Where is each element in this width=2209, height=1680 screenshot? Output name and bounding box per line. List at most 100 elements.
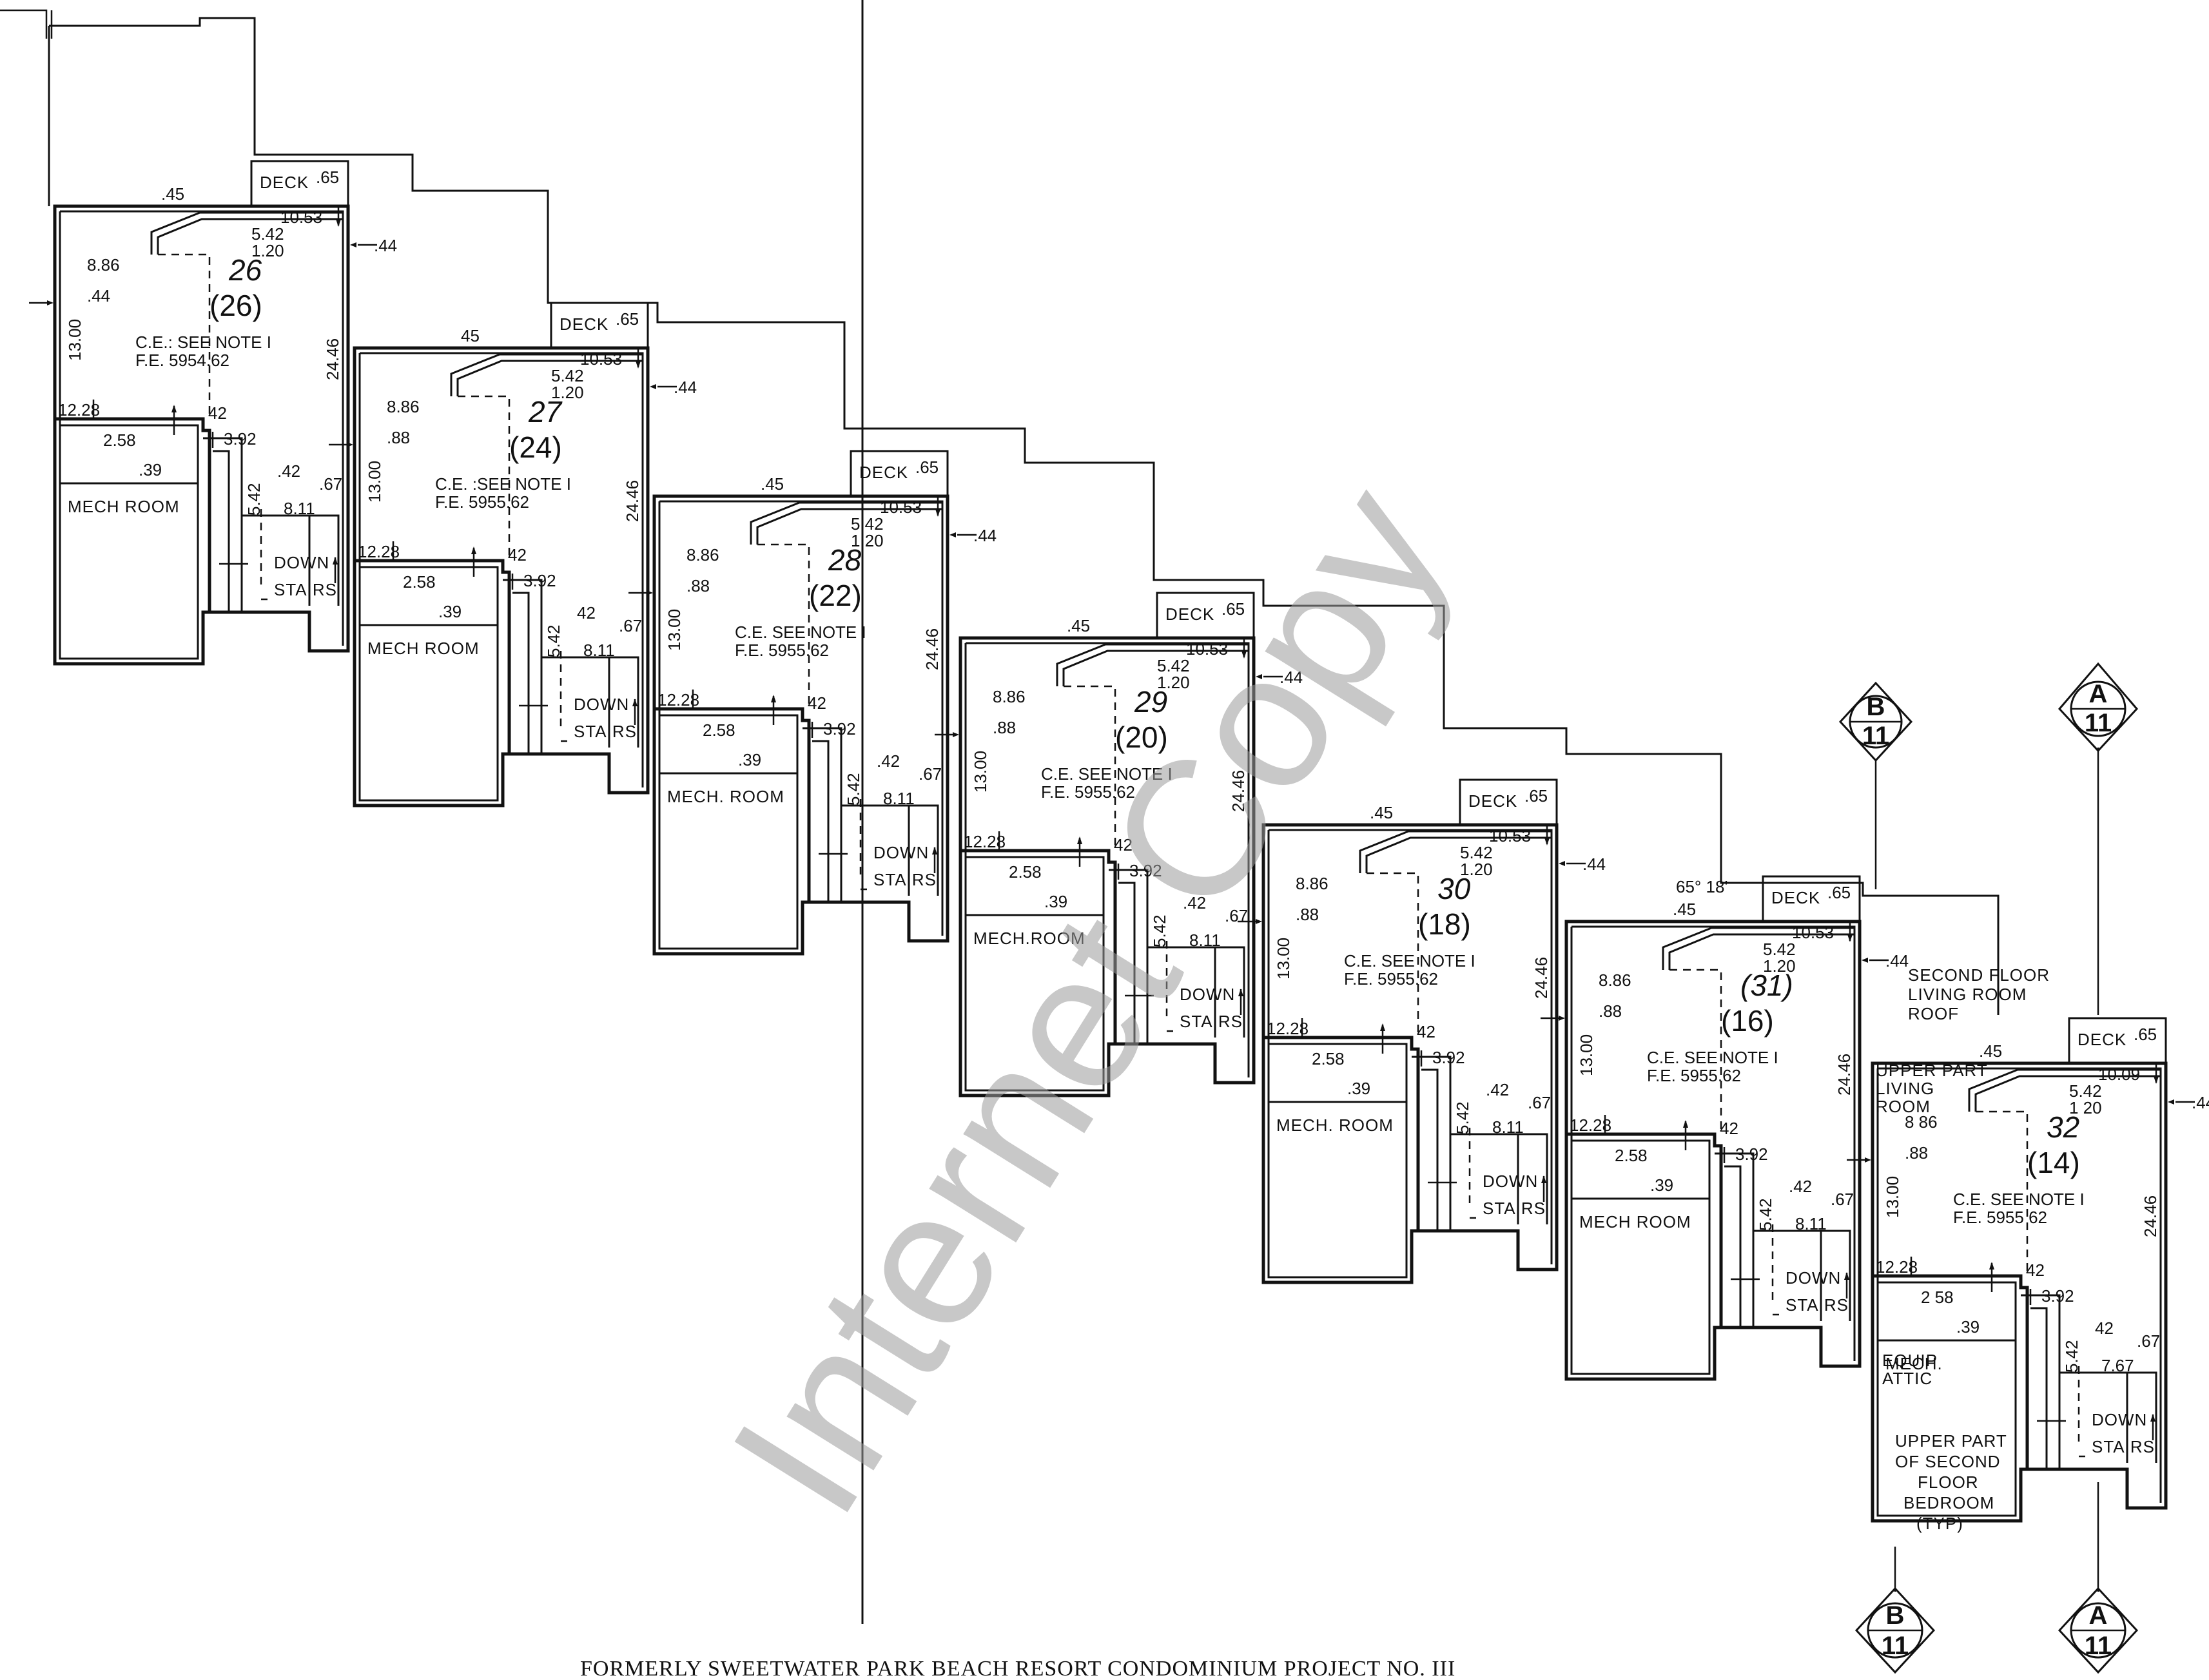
dim-vertical: 24.46 bbox=[922, 628, 942, 670]
dim-top: 10.09 bbox=[2098, 1065, 2140, 1084]
roof-label-2: LIVING ROOM bbox=[1908, 985, 2027, 1004]
dim-k: 3.92 bbox=[224, 429, 257, 449]
stairs-label: STAIRS bbox=[873, 870, 937, 889]
dim-d: .88 bbox=[387, 428, 410, 447]
unit-number: 29 bbox=[1134, 685, 1167, 719]
dim-n: .67 bbox=[619, 616, 642, 635]
dim-e: .44 bbox=[374, 236, 397, 255]
unit-number: 27 bbox=[528, 395, 563, 429]
arrow-head bbox=[2168, 1099, 2174, 1105]
mech-room-label: MECH ROOM bbox=[367, 639, 480, 658]
unit-old-number: (20) bbox=[1115, 720, 1168, 754]
common-element-note: C.E. :SEE NOTE I bbox=[435, 474, 571, 494]
dim-l: 42 bbox=[577, 603, 596, 623]
deck-box bbox=[1156, 592, 1255, 639]
dim-i: .39 bbox=[738, 750, 761, 769]
dim-f: 12.28 bbox=[657, 690, 699, 710]
dim-b: 1.20 bbox=[551, 383, 584, 402]
dim-left: 8.86 bbox=[1599, 970, 1631, 990]
dimension-lines bbox=[1847, 1063, 2195, 1458]
arrow-head bbox=[1380, 1023, 1385, 1031]
dim-e: .44 bbox=[1885, 951, 1909, 970]
down-label: DOWN bbox=[574, 695, 629, 714]
stairs-label: STAIRS bbox=[1786, 1295, 1849, 1315]
dim-a: 5.42 bbox=[1763, 940, 1796, 959]
down-label: DOWN bbox=[2092, 1410, 2147, 1429]
roof-outline bbox=[48, 17, 2000, 1015]
dim-n: .67 bbox=[1831, 1190, 1854, 1209]
dim-g: 2.58 bbox=[703, 720, 735, 740]
dim-left: 8.86 bbox=[87, 255, 120, 275]
dim-c: .45 bbox=[761, 474, 784, 494]
arrow-head bbox=[647, 590, 653, 595]
unit-walls bbox=[1564, 920, 1862, 1381]
dim-e: .44 bbox=[1280, 668, 1303, 687]
stairs-label: STAIRS bbox=[574, 722, 637, 741]
dim-deck: .65 bbox=[1524, 786, 1548, 806]
floor-elevation: F.E. 5955 62 bbox=[1953, 1208, 2047, 1227]
dim-e: .44 bbox=[973, 526, 997, 545]
dashed-partition bbox=[1669, 969, 1821, 1302]
unit-walls bbox=[1261, 823, 1559, 1284]
dim-i: .39 bbox=[1650, 1175, 1673, 1195]
dim-left: 8.86 bbox=[993, 687, 1026, 706]
arrow-head bbox=[632, 699, 637, 706]
dim-k: 3.92 bbox=[1129, 861, 1162, 880]
dim-e: .44 bbox=[1582, 854, 1606, 874]
arrow-head bbox=[471, 546, 476, 554]
unit-old-number: (24) bbox=[509, 430, 562, 464]
dim-j: 42 bbox=[1114, 835, 1133, 854]
dim-deck: .65 bbox=[1827, 883, 1851, 902]
dim-left: 8.86 bbox=[686, 545, 719, 565]
arrow-head bbox=[1844, 1272, 1849, 1280]
dim-vertical: 24.46 bbox=[623, 480, 642, 522]
dim-e: .44 bbox=[674, 378, 697, 397]
mech-room-label: MECH ROOM bbox=[68, 497, 180, 516]
floor-elevation: F.E. 5955.62 bbox=[435, 492, 529, 512]
mech-room-label: MECH ROOM bbox=[1579, 1212, 1691, 1231]
common-element-note: C.E. SEE NOTE I bbox=[735, 623, 866, 642]
dim-left: 8 86 bbox=[1905, 1112, 1938, 1132]
section-marker-a-bottom: A 11 bbox=[2058, 1482, 2139, 1674]
dimension-lines bbox=[29, 206, 377, 601]
mech-room-label: MECH. ROOM bbox=[1276, 1115, 1394, 1135]
dim-m: 5.42 bbox=[844, 773, 863, 806]
dim-i: .39 bbox=[438, 602, 462, 621]
dim-b: 1.20 bbox=[851, 531, 884, 550]
dim-g: 2.58 bbox=[403, 572, 436, 592]
dim-k: 3.92 bbox=[823, 719, 856, 739]
deck-label: DECK bbox=[1468, 791, 1517, 811]
dim-top: 10.53 bbox=[880, 497, 922, 517]
floor-elevation: F.E. 5955.62 bbox=[735, 641, 829, 660]
attic-label-2: ATTIC bbox=[1882, 1369, 1932, 1388]
upper-living-label-1: UPPER PART bbox=[1876, 1061, 1988, 1080]
dashed-partition bbox=[1367, 872, 1518, 1205]
dim-i: .39 bbox=[1956, 1317, 1980, 1337]
deck-label: DECK bbox=[1165, 604, 1214, 624]
svg-text:11: 11 bbox=[2085, 1632, 2112, 1660]
arrow-head bbox=[2150, 1414, 2155, 1422]
dim-vertical: 24.46 bbox=[1532, 957, 1551, 999]
dim-a: 5.42 bbox=[2069, 1081, 2102, 1101]
arrow-head bbox=[171, 405, 177, 412]
dim-a: 5.42 bbox=[1460, 843, 1493, 862]
dim-n: .67 bbox=[919, 764, 942, 784]
bedroom-label-3: FLOOR bbox=[1918, 1472, 1979, 1492]
dim-left: 8.86 bbox=[1296, 874, 1328, 893]
dimension-lines bbox=[1238, 825, 1586, 1219]
dim-d: .88 bbox=[1296, 905, 1319, 924]
dashed-partition bbox=[1976, 1110, 2127, 1443]
arrow-head bbox=[636, 361, 641, 369]
dim-top: 10.53 bbox=[580, 349, 622, 369]
dim-deck: .65 bbox=[2134, 1025, 2157, 1044]
stairs-label: STAIRS bbox=[2092, 1437, 2155, 1456]
dim-l: .42 bbox=[877, 751, 900, 771]
unit-number: 30 bbox=[1437, 872, 1471, 905]
floor-elevation: F.E. 5954.62 bbox=[135, 351, 229, 370]
bay-window bbox=[750, 501, 942, 545]
dim-d: .44 bbox=[87, 286, 110, 305]
dim-l: .42 bbox=[1183, 893, 1206, 912]
dim-j: 42 bbox=[2026, 1260, 2045, 1280]
dim-j: 42 bbox=[1417, 1022, 1435, 1041]
